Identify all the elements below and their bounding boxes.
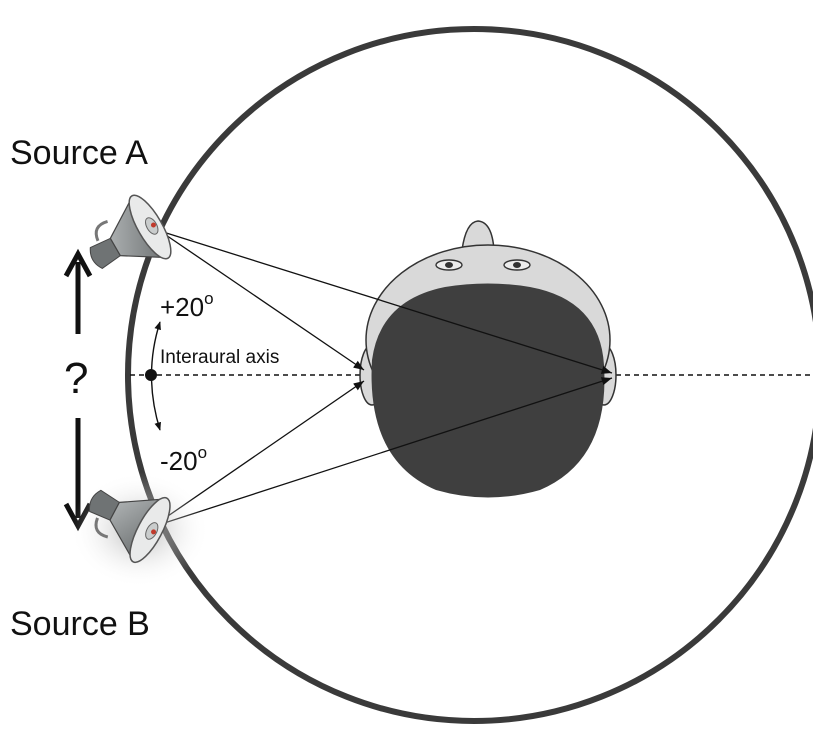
axis-origin-dot bbox=[145, 369, 157, 381]
angle-up-label: +20o bbox=[160, 289, 214, 322]
path-b-to-right-ear bbox=[151, 377, 613, 528]
angle-down-label: -20o bbox=[160, 443, 207, 476]
interaural-axis-label: Interaural axis bbox=[160, 347, 279, 368]
source-a-label: Source A bbox=[10, 134, 148, 172]
azimuth-circle bbox=[125, 26, 813, 724]
speaker-b-icon bbox=[88, 489, 171, 564]
angle-down-value: -20 bbox=[160, 446, 198, 476]
right-pupil bbox=[513, 262, 521, 268]
path-a-to-right-ear bbox=[159, 230, 613, 374]
path-a-to-left-ear bbox=[159, 230, 365, 371]
hair bbox=[371, 283, 605, 498]
angle-up-degree: o bbox=[204, 289, 213, 308]
left-pupil bbox=[445, 262, 453, 268]
angle-down-degree: o bbox=[198, 443, 207, 462]
nose bbox=[461, 220, 495, 251]
angle-up-value: +20 bbox=[160, 292, 204, 322]
listener-head bbox=[359, 220, 617, 498]
source-b-label: Source B bbox=[10, 605, 150, 643]
question-mark: ? bbox=[64, 354, 88, 403]
up-arrow-head bbox=[63, 248, 93, 278]
speaker-a-icon bbox=[89, 194, 172, 269]
